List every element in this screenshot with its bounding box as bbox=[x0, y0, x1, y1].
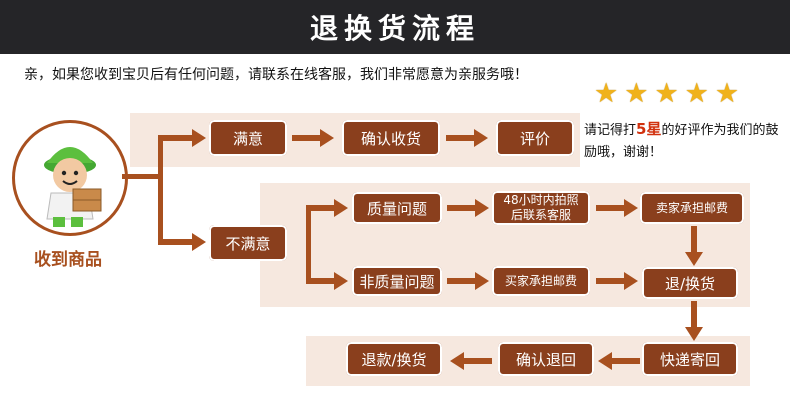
arrow-to-review bbox=[446, 129, 488, 147]
praise-highlight: 5星 bbox=[636, 120, 662, 138]
node-review: 评价 bbox=[496, 120, 574, 156]
courier-logo bbox=[12, 120, 128, 236]
courier-icon bbox=[44, 147, 102, 227]
star-icon: ★ bbox=[594, 78, 619, 109]
star-icon: ★ bbox=[684, 78, 709, 109]
node-buyer-shipping: 买家承担邮费 bbox=[492, 266, 590, 296]
start-label: 收到商品 bbox=[34, 250, 102, 270]
arrow-to-buyer-shipping bbox=[447, 272, 489, 290]
arrow-to-photo-contact bbox=[447, 199, 489, 217]
node-confirm-receipt: 确认收货 bbox=[342, 120, 440, 156]
arrow-to-quality bbox=[306, 199, 348, 217]
star-icon: ★ bbox=[654, 78, 679, 109]
connector-quality-v bbox=[306, 206, 311, 280]
arrow-to-seller-shipping bbox=[596, 199, 638, 217]
arrow-to-satisfied bbox=[158, 129, 206, 147]
node-courier-return: 快递寄回 bbox=[642, 342, 738, 376]
node-confirm-return: 确认退回 bbox=[498, 342, 594, 376]
praise-note: 请记得打5星的好评作为我们的鼓励哦，谢谢！ bbox=[584, 118, 784, 164]
node-satisfied: 满意 bbox=[209, 120, 287, 156]
arrow-down-to-courier bbox=[685, 301, 703, 341]
five-star-rating: ★ ★ ★ ★ ★ bbox=[594, 80, 739, 107]
arrow-to-confirm-receipt bbox=[292, 129, 334, 147]
connector-branch-v bbox=[158, 138, 163, 242]
arrow-to-refund-exchange bbox=[450, 352, 492, 370]
star-icon: ★ bbox=[714, 78, 740, 109]
praise-before: 请记得打 bbox=[584, 123, 637, 138]
node-unsatisfied: 不满意 bbox=[209, 225, 287, 261]
node-return-exchange: 退/换货 bbox=[642, 267, 738, 299]
arrow-down-to-return-exchange bbox=[685, 226, 703, 266]
star-icon: ★ bbox=[624, 78, 649, 109]
node-seller-shipping: 卖家承担邮费 bbox=[640, 192, 744, 224]
arrow-to-return-exchange bbox=[596, 272, 638, 290]
connector-start-h bbox=[122, 174, 160, 179]
praise-after: 的好评作为我们的鼓励哦，谢谢！ bbox=[584, 123, 779, 160]
arrow-to-confirm-return bbox=[598, 352, 640, 370]
page-header: 退换货流程 bbox=[0, 0, 790, 54]
node-non-quality-issue: 非质量问题 bbox=[352, 266, 442, 296]
intro-text: 亲，如果您收到宝贝后有任何问题，请联系在线客服，我们非常愿意为亲服务哦！ bbox=[24, 67, 528, 83]
node-photo-contact: 48小时内拍照后联系客服 bbox=[492, 191, 590, 225]
arrow-to-non-quality bbox=[306, 272, 348, 290]
node-refund-exchange: 退款/换货 bbox=[346, 342, 442, 376]
arrow-to-unsatisfied bbox=[158, 233, 206, 251]
page-title: 退换货流程 bbox=[309, 12, 480, 45]
node-quality-issue: 质量问题 bbox=[352, 192, 442, 224]
